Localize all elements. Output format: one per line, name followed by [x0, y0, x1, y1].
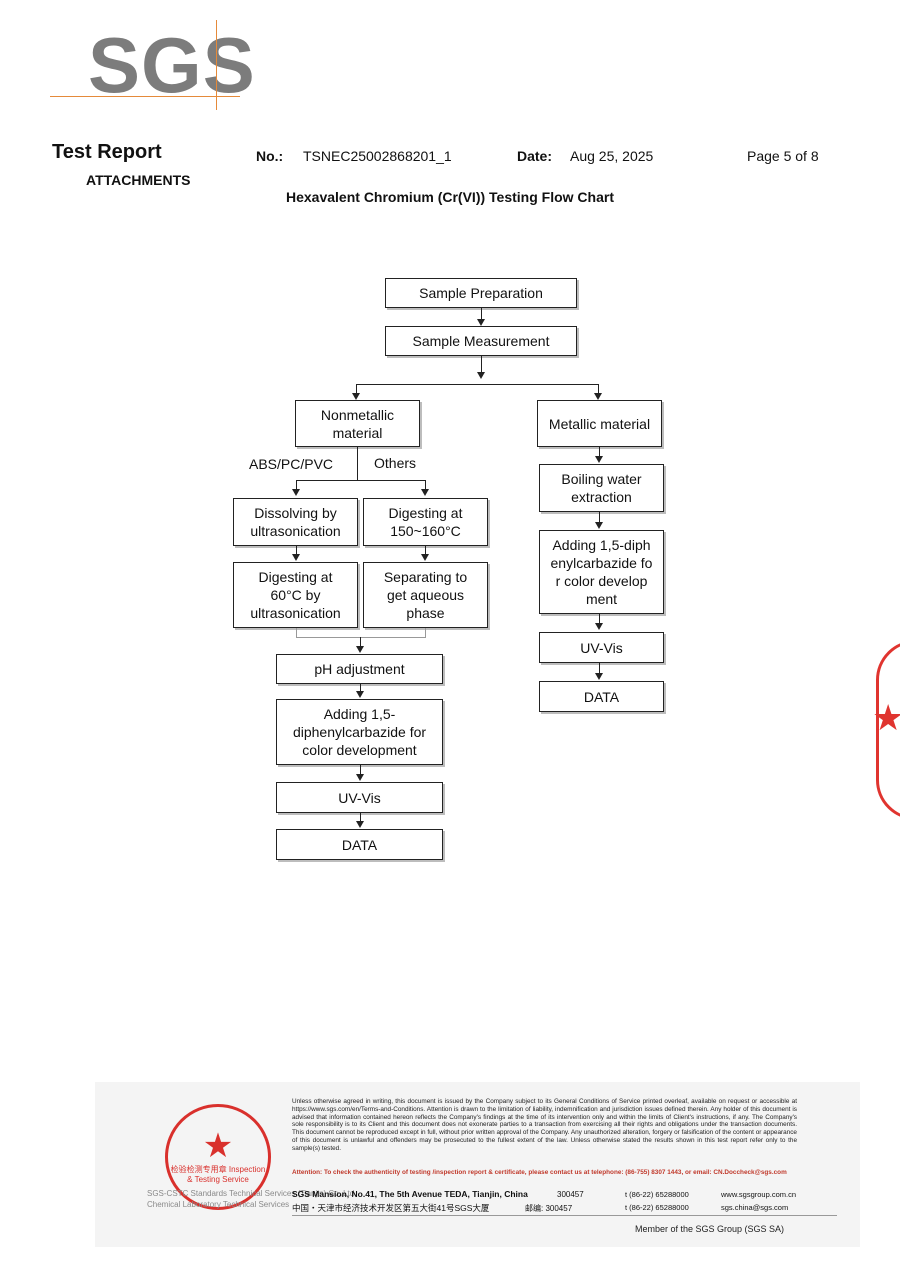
box-boiling-water-extraction: Boiling water extraction — [539, 464, 664, 512]
box-ph-adjustment: pH adjustment — [276, 654, 443, 684]
report-number-label: No.: — [256, 148, 284, 164]
arrow-icon — [595, 456, 603, 463]
page-number: Page 5 of 8 — [747, 148, 819, 164]
arrow-icon — [356, 774, 364, 781]
connector-line — [360, 765, 361, 775]
connector-line — [425, 628, 426, 637]
arrow-icon — [595, 673, 603, 680]
postcode: 邮编: 300457 — [525, 1204, 573, 1213]
connector-line — [357, 447, 358, 480]
inspection-stamp: ★ 检验检测专用章 Inspection & Testing Service — [165, 1104, 271, 1210]
company-line-1: SGS-CSTC Standards Technical Services (T… — [147, 1189, 357, 1198]
connector-line — [481, 308, 482, 319]
connector-line — [599, 614, 600, 624]
report-date: Aug 25, 2025 — [570, 148, 654, 164]
branch-label-others: Others — [374, 455, 417, 471]
connector-line — [296, 628, 297, 637]
box-data-right: DATA — [539, 681, 664, 712]
connector-line — [599, 663, 600, 674]
connector-line — [360, 684, 361, 692]
connector-line — [425, 546, 426, 555]
connector-line — [296, 546, 297, 555]
arrow-icon — [356, 646, 364, 653]
connector-line — [360, 637, 361, 647]
arrow-icon — [477, 372, 485, 379]
sgs-logo: SGS — [50, 20, 255, 112]
flow-chart-title: Hexavalent Chromium (Cr(VI)) Testing Flo… — [286, 189, 614, 205]
telephone-1: t (86-22) 65288000 — [625, 1190, 689, 1199]
merge-line — [296, 637, 426, 638]
telephone-2: t (86-22) 65288000 — [625, 1203, 689, 1212]
address-chinese: 中国・天津市经济技术开发区第五大街41号SGS大厦 — [292, 1203, 490, 1213]
report-title: Test Report — [52, 141, 162, 163]
connector-line — [296, 480, 297, 490]
connector-line — [425, 480, 426, 490]
website-link[interactable]: www.sgsgroup.com.cn — [721, 1190, 797, 1199]
star-icon: ★ — [202, 1127, 234, 1165]
attachments-heading: ATTACHMENTS — [86, 172, 191, 188]
arrow-icon — [421, 554, 429, 561]
box-digesting-150-160: Digesting at 150~160°C — [363, 498, 488, 546]
connector-line — [599, 447, 600, 457]
box-sample-measurement: Sample Measurement — [385, 326, 577, 356]
box-adding-dpc-left: Adding 1,5-diphenylcarbazide for color d… — [276, 699, 443, 765]
box-separating-aqueous-phase: Separating to get aqueous phase — [363, 562, 488, 628]
arrow-icon — [292, 554, 300, 561]
connector-line — [360, 813, 361, 822]
box-sample-preparation: Sample Preparation — [385, 278, 577, 308]
box-digesting-60-ultrasonication: Digesting at 60°C by ultrasonication — [233, 562, 358, 628]
arrow-icon — [477, 319, 485, 326]
split-line — [296, 480, 426, 481]
box-uv-vis-left: UV-Vis — [276, 782, 443, 813]
box-adding-dpc-right: Adding 1,5-diphenylcarbazide for color d… — [539, 530, 664, 614]
logo-text: SGS — [88, 21, 256, 109]
company-line-2: Chemical Laboratory Technical Services — [147, 1200, 290, 1209]
logo-horizontal-line — [50, 96, 240, 97]
arrow-icon — [594, 393, 602, 400]
stamp-text: 检验检测专用章 Inspection & Testing Service — [170, 1165, 266, 1184]
date-label: Date: — [517, 148, 553, 164]
connector-line — [598, 384, 599, 393]
connector-line — [356, 384, 357, 393]
connector-line — [481, 356, 482, 376]
box-nonmetallic-material: Nonmetallic material — [295, 400, 420, 447]
zip-code: 300457 — [557, 1190, 584, 1199]
footer: ★ 检验检测专用章 Inspection & Testing Service S… — [95, 1082, 860, 1247]
partial-seal-image: ★ — [872, 640, 900, 820]
email-link[interactable]: sgs.china@sgs.com — [721, 1203, 789, 1212]
arrow-icon — [356, 821, 364, 828]
member-statement: Member of the SGS Group (SGS SA) — [635, 1224, 785, 1234]
box-uv-vis-right: UV-Vis — [539, 632, 664, 663]
logo-vertical-line — [216, 20, 217, 110]
box-metallic-material: Metallic material — [537, 400, 662, 447]
branch-label-abs-pc-pvc: ABS/PC/PVC — [249, 456, 334, 472]
box-dissolving-ultrasonication: Dissolving by ultrasonication — [233, 498, 358, 546]
arrow-icon — [595, 522, 603, 529]
company-name-lines: SGS-CSTC Standards Technical Services (T… — [147, 1188, 356, 1210]
box-data-left: DATA — [276, 829, 443, 860]
arrow-icon — [595, 623, 603, 630]
footer-divider — [292, 1215, 837, 1216]
disclaimer-text: Unless otherwise agreed in writing, this… — [292, 1098, 797, 1152]
address-english: SGS Mansion, No.41, The 5th Avenue TEDA,… — [292, 1189, 528, 1199]
split-line — [356, 384, 599, 385]
connector-line — [599, 512, 600, 523]
report-number: TSNEC25002868201_1 — [303, 148, 452, 164]
arrow-icon — [292, 489, 300, 496]
arrow-icon — [356, 691, 364, 698]
star-icon: ★ — [872, 697, 900, 738]
arrow-icon — [421, 489, 429, 496]
attention-text: Attention: To check the authenticity of … — [292, 1169, 787, 1176]
arrow-icon — [352, 393, 360, 400]
